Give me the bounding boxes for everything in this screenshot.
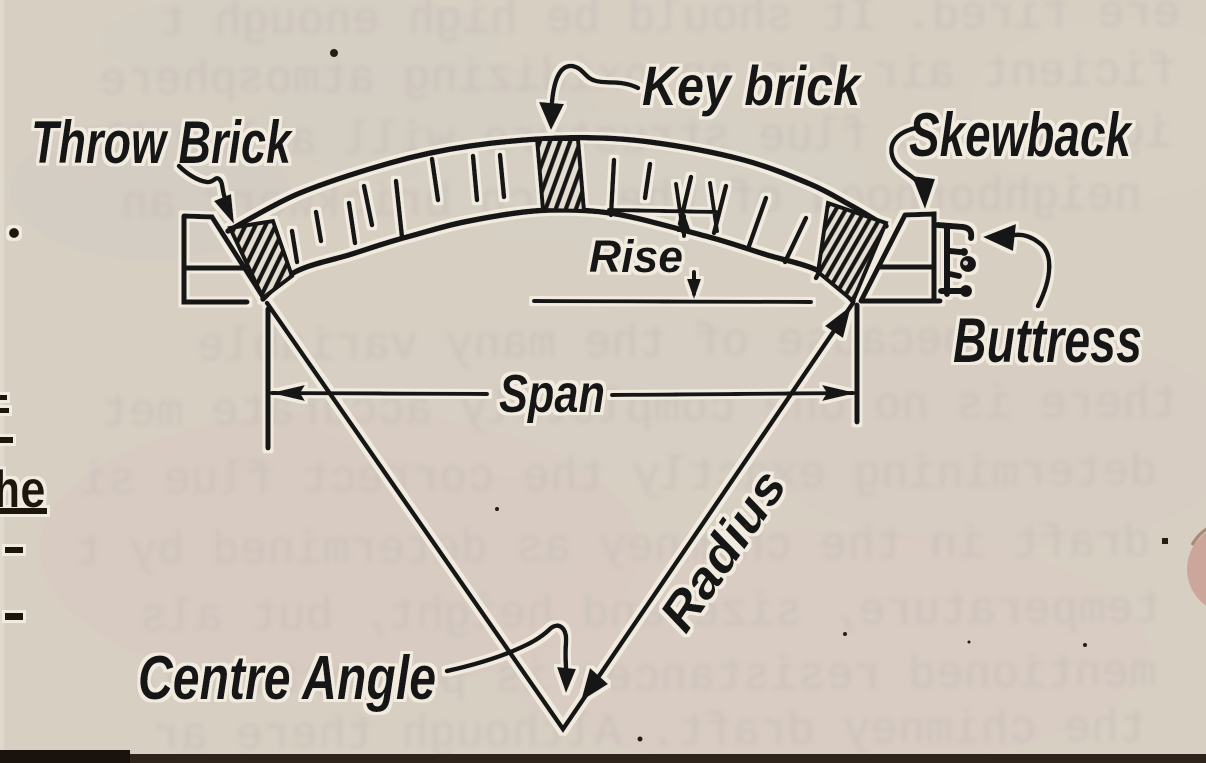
- svg-text:determining exactly the correc: determining exactly the correct flue si: [80, 446, 1157, 507]
- svg-text:Span: Span: [499, 364, 605, 424]
- svg-text:Buttress: Buttress: [953, 306, 1142, 376]
- svg-text:the chimney draft. Although t: the chimney draft. Although there ar: [152, 703, 1146, 763]
- svg-text:ficient air for an oxidizing a: ficient air for an oxidizing atmosphere: [99, 46, 1176, 107]
- svg-text:temperature, size and height,: temperature, size and height, but als: [140, 583, 1162, 644]
- svg-text:Skewback: Skewback: [909, 101, 1134, 170]
- svg-text:Rise: Rise: [589, 231, 683, 282]
- svg-text:neighborhood of the arch brick: neighborhood of the arch brickwork an: [120, 171, 1142, 232]
- svg-text:draft in the chimney as determ: draft in the chimney as determined by t: [74, 518, 1151, 579]
- svg-text:Key brick: Key brick: [642, 54, 862, 117]
- svg-text:Centre Angle: Centre Angle: [138, 644, 436, 713]
- svg-text:he: he: [0, 464, 46, 523]
- svg-text:there is no one completely acc: there is no one completely accurate met: [101, 378, 1178, 439]
- svg-text:mentioned resistances is propo: mentioned resistances is proportional: [135, 647, 1157, 708]
- svg-text:ere fired. It should be high: ere fired. It should be high enough t: [159, 0, 1181, 49]
- svg-text:Throw Brick: Throw Brick: [31, 109, 293, 176]
